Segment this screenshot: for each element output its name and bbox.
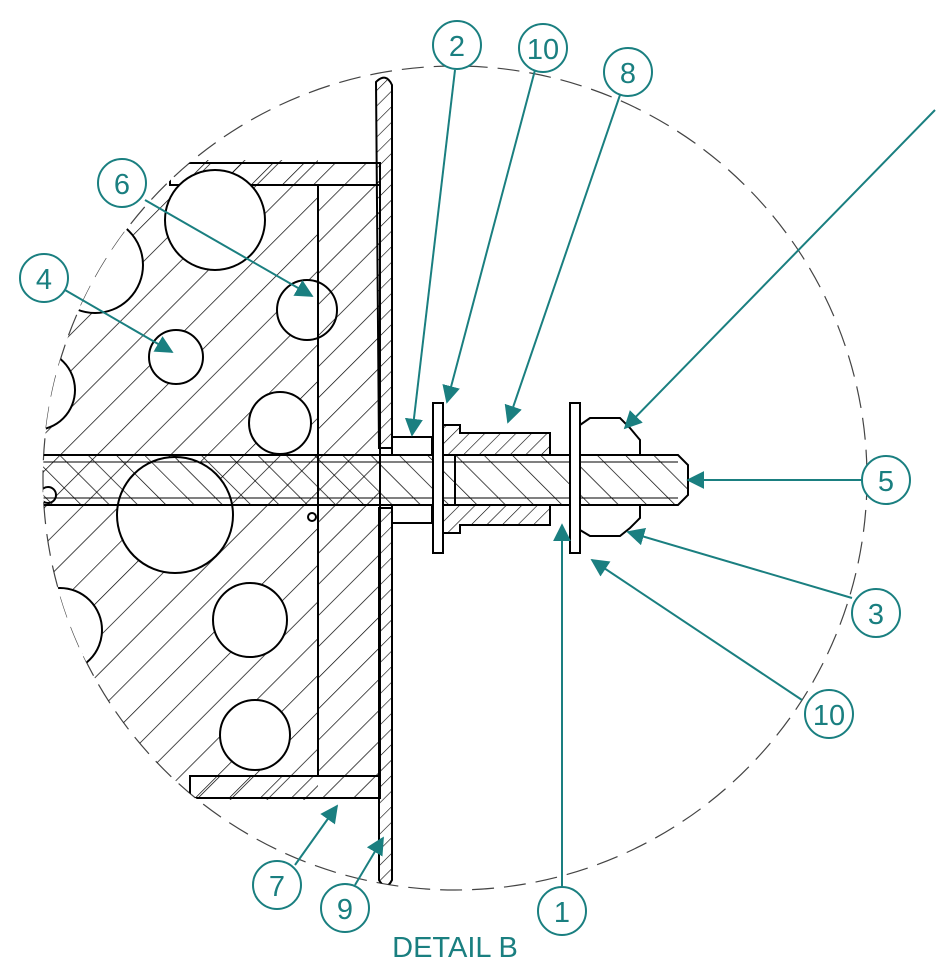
svg-text:8: 8 xyxy=(620,58,636,90)
balloon-4: 4 xyxy=(19,253,69,303)
detail-title: DETAIL B xyxy=(392,932,518,964)
balloon-3: 3 xyxy=(851,588,901,638)
svg-text:9: 9 xyxy=(337,894,353,926)
bottom-skin-section xyxy=(189,775,381,799)
balloon-2: 2 xyxy=(432,20,482,70)
balloon-7: 7 xyxy=(252,860,302,910)
svg-text:10: 10 xyxy=(527,34,559,66)
balloon-5: 5 xyxy=(861,455,911,505)
balloon-9: 9 xyxy=(320,883,370,933)
panel-skin-section xyxy=(374,76,393,449)
svg-text:6: 6 xyxy=(114,169,130,201)
svg-text:5: 5 xyxy=(878,466,894,498)
svg-text:4: 4 xyxy=(36,264,52,296)
svg-text:1: 1 xyxy=(554,897,570,929)
threaded-rod xyxy=(43,454,689,506)
spacer-sleeve xyxy=(391,436,433,456)
balloon-10-top: 10 xyxy=(518,23,568,73)
svg-text:7: 7 xyxy=(269,871,285,903)
balloon-1: 1 xyxy=(537,886,587,936)
svg-text:10: 10 xyxy=(813,700,845,732)
panel-skin-section-lower xyxy=(378,507,393,887)
bushing xyxy=(442,424,551,456)
washer-left xyxy=(432,402,444,554)
svg-text:3: 3 xyxy=(868,599,884,631)
leader-lines xyxy=(64,69,936,892)
balloon-8: 8 xyxy=(603,47,653,97)
svg-text:2: 2 xyxy=(449,31,465,63)
washer-right xyxy=(569,402,581,554)
nut xyxy=(579,417,641,456)
balloon-6: 6 xyxy=(97,158,147,208)
balloon-10-bottom: 10 xyxy=(804,689,854,739)
